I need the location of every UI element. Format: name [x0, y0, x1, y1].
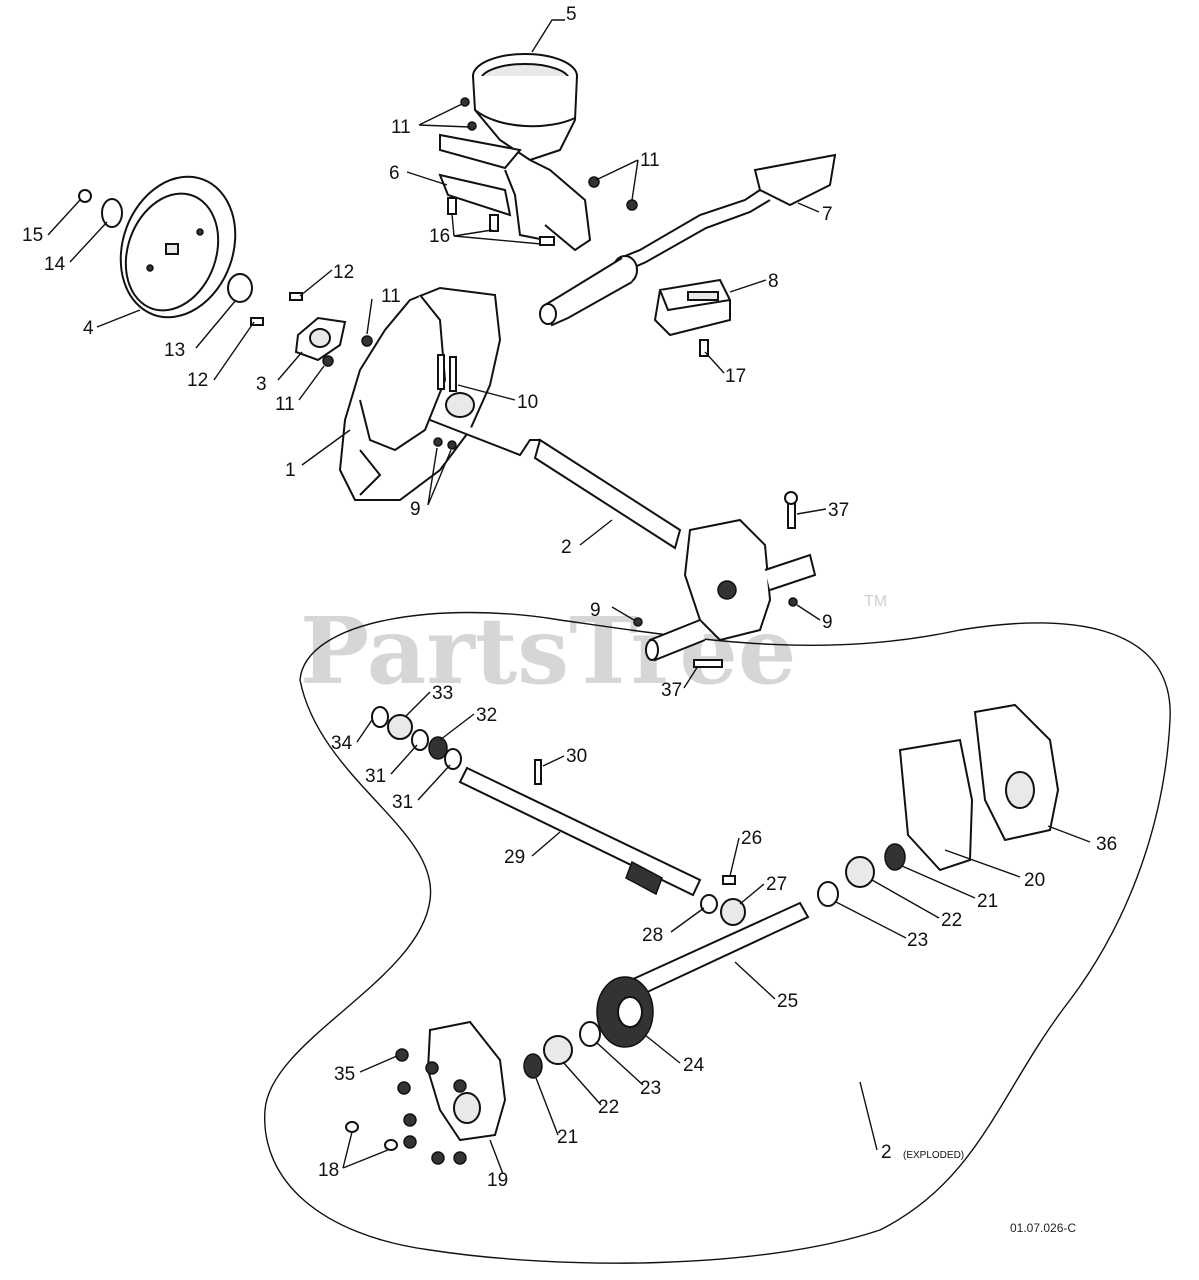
nut-part-15 [78, 189, 92, 203]
callout-6: 6 [389, 163, 400, 184]
callout-4: 4 [83, 318, 94, 339]
callout-21: 21 [977, 891, 998, 912]
callout-34: 34 [331, 733, 353, 754]
callout-28: 28 [642, 925, 663, 946]
pulley-part-4 [119, 175, 237, 319]
callout-37: 37 [828, 500, 849, 521]
callout-5: 5 [566, 4, 577, 25]
callout-8: 8 [768, 271, 779, 292]
callout-14: 14 [44, 254, 66, 275]
callout-16: 16 [429, 226, 450, 247]
callout-36: 36 [1096, 834, 1117, 855]
callout-19: 19 [487, 1170, 508, 1191]
callout-22: 22 [941, 910, 962, 931]
callout-labels: 5 11 11 6 7 15 14 16 12 8 11 4 13 12 3 1… [22, 4, 1117, 1191]
callout-17: 17 [725, 366, 746, 387]
callout-26: 26 [741, 828, 762, 849]
callout-33: 33 [432, 683, 453, 704]
callout-13: 13 [164, 340, 185, 361]
callout-32: 32 [476, 705, 497, 726]
callout-18: 18 [318, 1160, 339, 1181]
watermark-trademark: TM [864, 593, 887, 610]
chute-part-5 [438, 53, 592, 252]
callout-37: 37 [661, 680, 682, 701]
callout-30: 30 [566, 746, 587, 767]
callout-2-exploded: 2 [881, 1142, 892, 1163]
callout-12: 12 [333, 262, 354, 283]
leader-lines [47, 19, 1091, 1175]
callout-29: 29 [504, 847, 525, 868]
exploded-view-outline [264, 611, 1171, 1264]
callout-9: 9 [822, 612, 833, 633]
callout-27: 27 [766, 874, 787, 895]
callout-23: 23 [907, 930, 928, 951]
callout-31: 31 [365, 766, 386, 787]
bearing-part-14 [101, 198, 123, 228]
callout-11: 11 [640, 150, 660, 171]
handle-part-7 [539, 153, 837, 327]
exploded-parts [345, 703, 1060, 1165]
callout-12: 12 [187, 370, 208, 391]
callout-11: 11 [391, 117, 411, 138]
callout-9: 9 [590, 600, 601, 621]
fasteners-upper [250, 97, 798, 668]
callout-11: 11 [381, 286, 401, 307]
callout-35: 35 [334, 1064, 355, 1085]
callout-3: 3 [256, 374, 267, 395]
callout-25: 25 [777, 991, 798, 1012]
bearing-part-13 [227, 273, 253, 303]
callout-22: 22 [598, 1097, 619, 1118]
callout-21: 21 [557, 1127, 578, 1148]
callout-2: 2 [561, 537, 572, 558]
bracket-part-8 [653, 278, 731, 337]
housing-part-1 [338, 286, 540, 501]
callout-23: 23 [640, 1078, 661, 1099]
document-reference: 01.07.026-C [1010, 1221, 1076, 1235]
shaft-gearbox-part-2 [533, 438, 817, 662]
callout-1: 1 [285, 460, 296, 481]
callout-20: 20 [1024, 870, 1045, 891]
callout-15: 15 [22, 225, 43, 246]
callout-7: 7 [822, 204, 833, 225]
callout-24: 24 [683, 1055, 705, 1076]
callout-11: 11 [275, 394, 295, 415]
callout-10: 10 [517, 392, 538, 413]
plate-hole [309, 328, 331, 348]
exploded-note: (EXPLODED) [903, 1150, 964, 1161]
callout-9: 9 [410, 499, 421, 520]
callout-31: 31 [392, 792, 413, 813]
